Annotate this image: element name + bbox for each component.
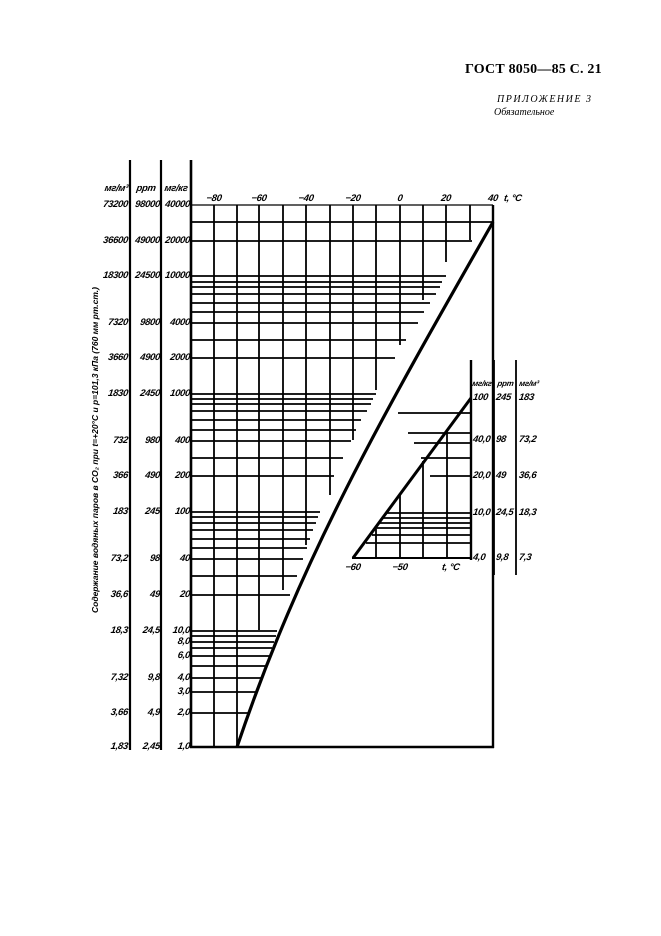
row-label-mgkg: 8,0 bbox=[176, 636, 191, 647]
y-axis-title: Содержание водяных паров в CO₂ при t=+20… bbox=[90, 287, 100, 613]
inset-row-label-ppm: 49 bbox=[495, 470, 507, 481]
row-label-mgkg: 10,0 bbox=[171, 625, 191, 636]
row-label-ppm: 98000 bbox=[134, 199, 161, 210]
row-label-mgkg: 400 bbox=[174, 435, 191, 446]
row-label-ppm: 980 bbox=[144, 435, 161, 446]
row-label-mgkg: 10000 bbox=[164, 270, 191, 281]
row-label-ppm: 49 bbox=[149, 589, 161, 600]
inset-row-label-mgkg: 20,0 bbox=[472, 470, 492, 481]
x-tick: 0 bbox=[396, 193, 404, 204]
x-axis-label: t, °C bbox=[503, 193, 523, 204]
row-label-mgkg: 100 bbox=[174, 506, 191, 517]
header-mg-kg: мг/кг bbox=[163, 183, 189, 194]
row-label-ppm: 2,45 bbox=[141, 741, 161, 752]
main-curve bbox=[235, 221, 495, 748]
standard-header: ГОСТ 8050—85 С. 21 bbox=[465, 62, 602, 77]
row-label-ppm: 9,8 bbox=[146, 672, 161, 683]
row-label-mgkg: 40000 bbox=[164, 199, 191, 210]
row-label-ppm: 4900 bbox=[139, 352, 161, 363]
inset-row-label-mgm3: 18,3 bbox=[518, 507, 538, 518]
row-label-mgkg: 200 bbox=[174, 470, 191, 481]
row-label-mgm3: 73200 bbox=[102, 199, 129, 210]
row-label-mgkg: 6,0 bbox=[176, 650, 191, 661]
inset-row-label-mgkg: 100 bbox=[472, 392, 489, 403]
inset-row-label-mgm3: 7,3 bbox=[518, 552, 533, 563]
inset-row-label-mgm3: 36,6 bbox=[518, 470, 538, 481]
x-tick: −20 bbox=[344, 193, 362, 204]
row-label-mgkg: 4,0 bbox=[176, 672, 191, 683]
x-tick: −60 bbox=[250, 193, 268, 204]
x-tick: −40 bbox=[297, 193, 315, 204]
inset-row-label-mgkg: 10,0 bbox=[472, 507, 492, 518]
row-label-ppm: 2450 bbox=[139, 388, 161, 399]
row-label-mgkg: 3,0 bbox=[176, 686, 191, 697]
inset-row-label-mgm3: 183 bbox=[518, 392, 535, 403]
row-label-mgm3: 7,32 bbox=[109, 672, 129, 683]
inset-x-tick: −60 bbox=[344, 562, 362, 573]
row-label-mgkg: 20 bbox=[179, 589, 191, 600]
inset-header-ppm: ppm bbox=[496, 379, 515, 388]
inset-graphics bbox=[351, 360, 517, 575]
row-label-ppm: 9800 bbox=[139, 317, 161, 328]
row-label-ppm: 49000 bbox=[134, 235, 161, 246]
row-label-mgkg: 20000 bbox=[164, 235, 191, 246]
row-label-ppm: 245 bbox=[144, 506, 161, 517]
appendix-status: Обязательное bbox=[494, 107, 555, 118]
row-label-mgkg: 4000 bbox=[169, 317, 191, 328]
inset-row-label-ppm: 98 bbox=[495, 434, 507, 445]
inset-row-label-ppm: 24,5 bbox=[495, 507, 515, 518]
inset-row-label-mgm3: 73,2 bbox=[518, 434, 538, 445]
row-label-ppm: 490 bbox=[144, 470, 161, 481]
inset-header-mg-m3: мг/м³ bbox=[518, 379, 540, 388]
appendix-title: ПРИЛОЖЕНИЕ 3 bbox=[497, 94, 593, 105]
inset-row-label-mgkg: 40,0 bbox=[472, 434, 492, 445]
inset-header-mg-kg: мг/кг bbox=[471, 379, 493, 388]
row-label-ppm: 24500 bbox=[134, 270, 161, 281]
row-label-ppm: 24,5 bbox=[141, 625, 161, 636]
row-label-mgkg: 2000 bbox=[169, 352, 191, 363]
inset-x-tick: −50 bbox=[391, 562, 409, 573]
row-label-mgm3: 36600 bbox=[102, 235, 129, 246]
x-tick: −80 bbox=[205, 193, 223, 204]
row-label-ppm: 4,9 bbox=[146, 707, 161, 718]
inset-row-label-ppm: 9,8 bbox=[495, 552, 510, 563]
row-label-mgkg: 1,0 bbox=[176, 741, 191, 752]
header-mg-m3: мг/м³ bbox=[103, 183, 129, 194]
main-horizontal-grid bbox=[191, 221, 493, 714]
row-label-mgkg: 40 bbox=[179, 553, 191, 564]
x-tick: 20 bbox=[440, 193, 452, 204]
header-ppm: ppm bbox=[135, 183, 157, 194]
row-label-ppm: 98 bbox=[149, 553, 161, 564]
row-label-mgm3: 1,83 bbox=[109, 741, 129, 752]
inset-x-axis-label: t, °C bbox=[441, 562, 461, 573]
inset-row-label-mgkg: 4,0 bbox=[472, 552, 487, 563]
row-label-mgkg: 2,0 bbox=[176, 707, 191, 718]
row-label-mgm3: 3,66 bbox=[109, 707, 129, 718]
inset-row-label-ppm: 245 bbox=[495, 392, 512, 403]
inset-curve bbox=[351, 397, 473, 559]
row-label-mgkg: 1000 bbox=[169, 388, 191, 399]
